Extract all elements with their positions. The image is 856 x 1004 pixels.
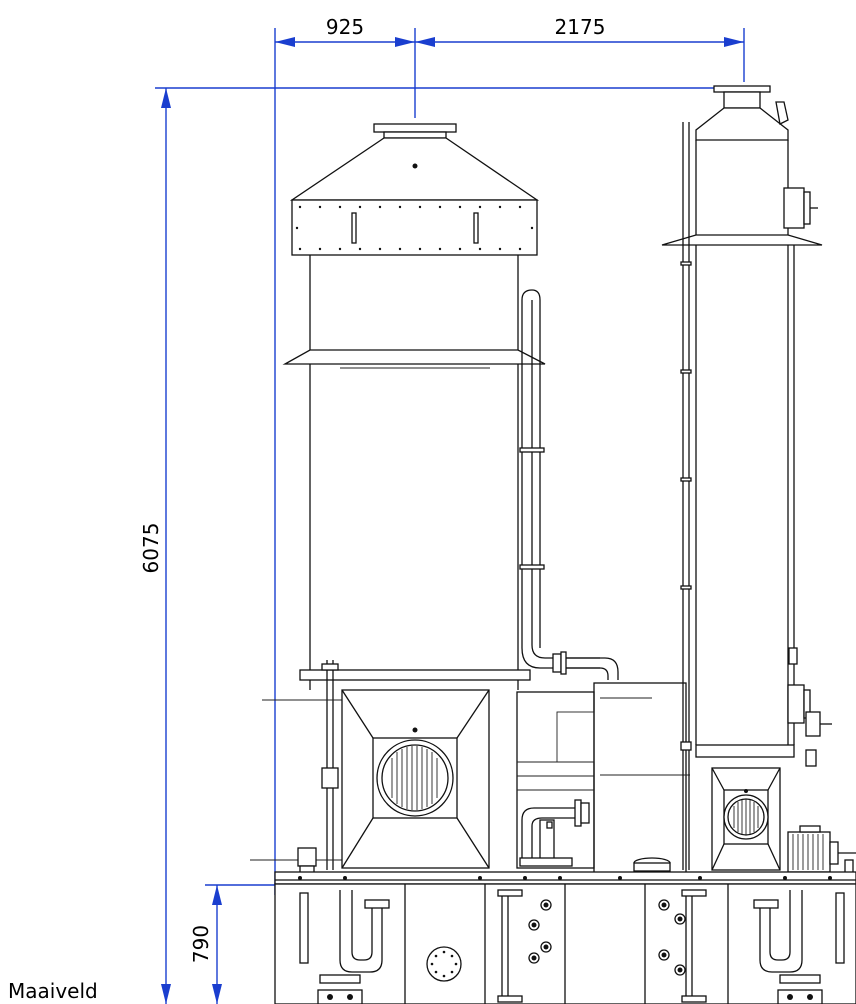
dim-text-790: 790 <box>189 925 213 963</box>
motor-unit <box>787 825 856 883</box>
demister-bolts <box>295 205 534 251</box>
motor-fins <box>792 834 824 870</box>
left-inlet-box <box>341 689 490 869</box>
right-inlet-grille <box>733 799 759 835</box>
right-inlet-box <box>711 767 781 871</box>
dim-text-2175: 2175 <box>555 15 606 39</box>
recirculation-riser-pipe <box>519 289 619 680</box>
dim-text-925: 925 <box>326 15 364 39</box>
basin-tank <box>274 883 856 1004</box>
dimension-lines <box>155 28 745 1004</box>
ground-level-label: Maaiveld <box>8 979 98 1003</box>
base-plate <box>274 871 856 885</box>
dim-text-6075: 6075 <box>139 523 163 574</box>
left-small-valve <box>297 847 317 877</box>
left-scrubber-tower <box>282 123 546 870</box>
right-exhaust-stack <box>661 85 832 870</box>
centre-housing <box>516 682 690 879</box>
left-inlet-grille <box>391 746 438 810</box>
